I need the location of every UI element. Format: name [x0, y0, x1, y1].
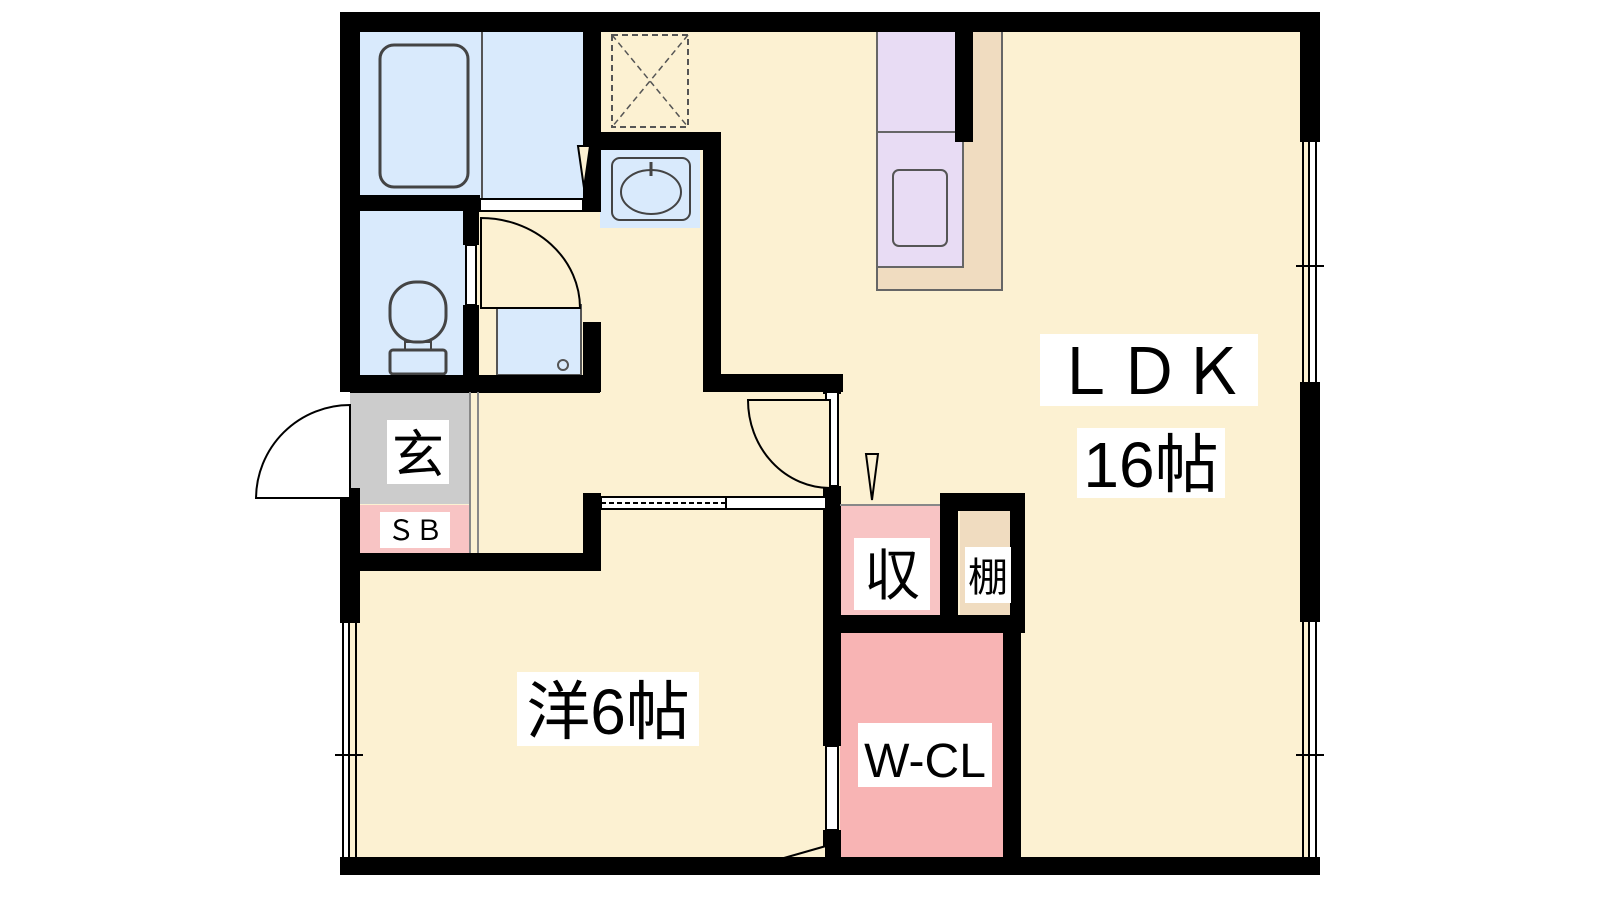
label-bg-shelf	[965, 547, 1011, 603]
fixtures	[378, 30, 691, 376]
toilet-icon	[388, 280, 448, 376]
label-bg-ldk	[1040, 334, 1258, 406]
bedroom-door-frame	[825, 745, 839, 831]
kitchen	[876, 21, 1003, 291]
labels: ＬＤＫ 16帖 洋6帖 玄 ＳＢ 収 棚 W-CL	[380, 334, 1258, 788]
wall-toilet-right-a	[463, 205, 479, 245]
wall-shelf-right	[1010, 493, 1025, 623]
door-swing-icon	[480, 216, 582, 309]
wall-hall-step	[703, 374, 843, 392]
wall-bedroom-top	[350, 553, 600, 571]
label-bg-ldk-size	[1077, 428, 1225, 498]
room-label-shoe-box: ＳＢ	[387, 514, 443, 547]
wall-closet-right	[1003, 615, 1021, 865]
bathtub-icon	[378, 43, 470, 189]
ventilation-icon	[611, 34, 689, 128]
label-bg-closet	[858, 723, 992, 787]
room-label-storage: 収	[864, 544, 920, 609]
door-swing-icon	[254, 403, 351, 499]
wall-top	[340, 12, 1320, 32]
room-label-entrance: 玄	[392, 426, 444, 486]
wall-bedroom-step	[583, 493, 601, 571]
openings	[335, 142, 1324, 857]
wall-sink-top	[600, 132, 720, 150]
kitchen-sink-counter	[876, 21, 964, 133]
wall-storage-top	[940, 493, 1025, 511]
wall-right-mid	[1300, 382, 1320, 622]
door-swing-icon	[746, 399, 831, 490]
room-label-western: 洋6帖	[526, 676, 690, 748]
wall-kitchen	[955, 22, 973, 142]
wall-toilet-right-b	[463, 305, 479, 385]
wall-hall-door-post	[823, 374, 841, 394]
sash-indicator	[576, 145, 592, 189]
wall-right-upper	[1300, 12, 1320, 142]
sash-indicator	[783, 844, 827, 859]
sash-indicator	[864, 453, 880, 501]
kitchen-stove-counter	[876, 131, 964, 268]
label-bg-shoe-box	[380, 512, 450, 548]
window-right-upper	[1296, 142, 1324, 382]
toilet-door-frame	[465, 244, 477, 306]
label-bg-storage	[854, 538, 930, 610]
floor-toilet	[350, 205, 470, 380]
floor-bath	[350, 22, 590, 198]
sliding-door-bedroom	[600, 496, 827, 510]
window-left	[335, 623, 363, 857]
walls	[340, 12, 1320, 875]
wall-bath-bottom	[350, 195, 480, 211]
wall-washer-right	[583, 322, 601, 392]
label-bg-western	[517, 672, 699, 746]
door-swings	[254, 145, 880, 859]
room-label-shelf: 棚	[968, 555, 1008, 601]
wall-storage-mid	[940, 493, 958, 623]
wall-hall-right	[703, 132, 721, 392]
sliding-door-bath	[479, 198, 584, 212]
wall-bath-right	[583, 22, 601, 212]
wall-storage-left-low	[823, 830, 841, 865]
window-right-lower	[1296, 622, 1324, 857]
label-bg-entrance	[387, 420, 449, 484]
room-label-ldk: ＬＤＫ	[1053, 336, 1245, 410]
stove-icon	[892, 169, 948, 247]
room-label-ldk-size: 16帖	[1083, 429, 1218, 501]
sink-icon	[611, 157, 691, 221]
wall-toilet-bottom	[350, 375, 600, 393]
wall-bottom	[340, 857, 1320, 875]
wall-closet-top	[830, 615, 1025, 633]
room-label-closet: W-CL	[864, 735, 986, 788]
